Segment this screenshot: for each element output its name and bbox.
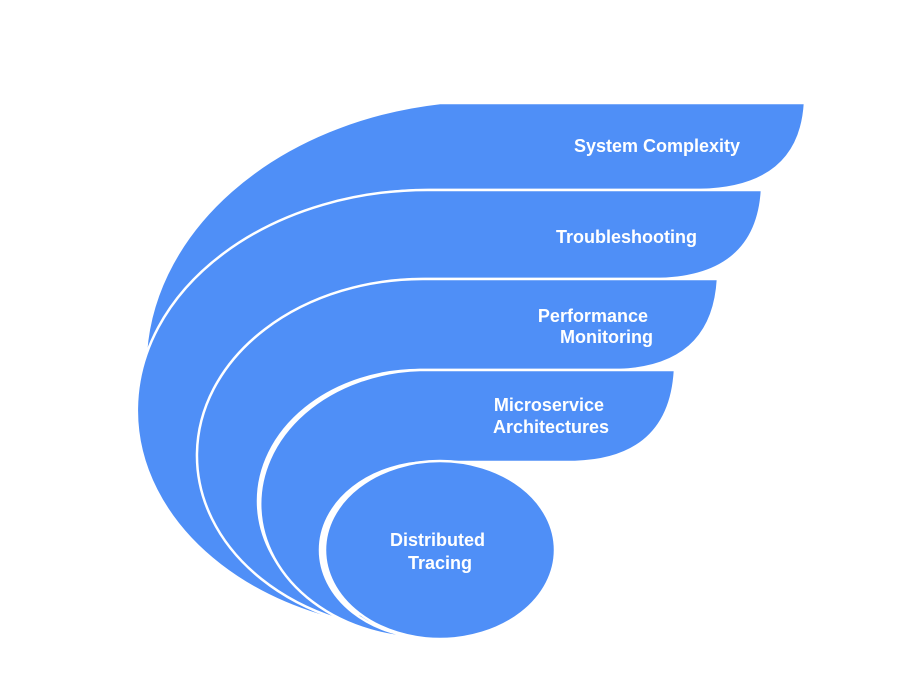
layer-system-complexity-label: System Complexity (574, 136, 740, 156)
layer-distributed-tracing (323, 459, 557, 641)
layer-troubleshooting-label: Troubleshooting (556, 227, 697, 247)
layer-distributed-tracing-label: Distributed Tracing (390, 530, 490, 573)
layer-microservice-architectures-label: Microservice Architectures (493, 395, 609, 437)
layer-performance-monitoring-label: Performance Monitoring (538, 306, 653, 347)
